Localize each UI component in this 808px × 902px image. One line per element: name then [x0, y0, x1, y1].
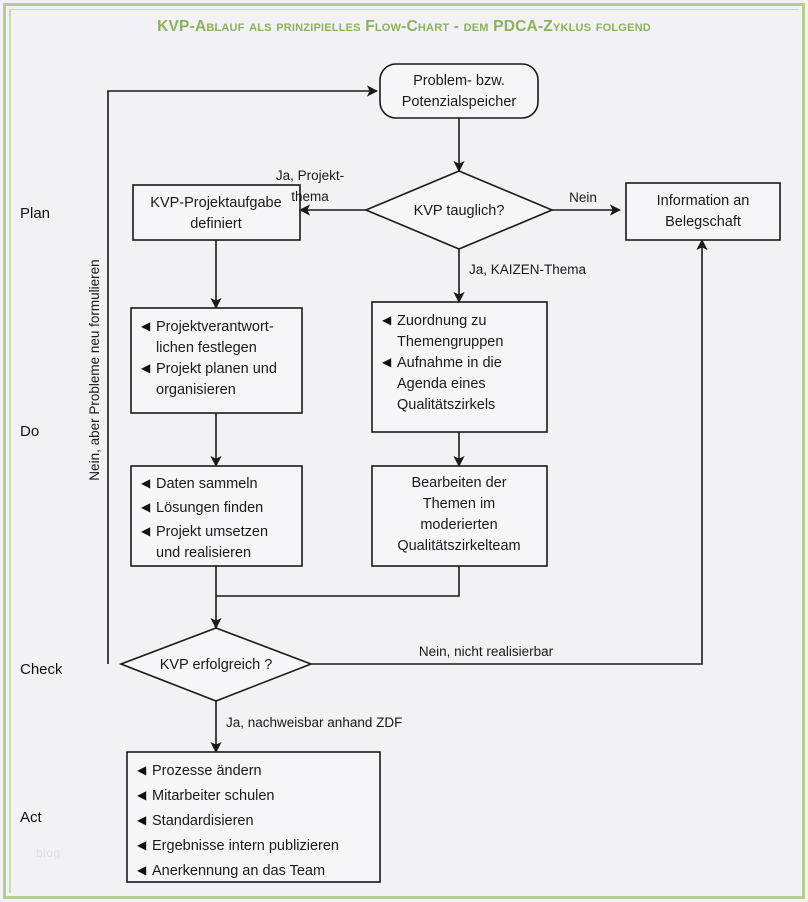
- node-decision-success-label: KVP erfolgreich ?: [160, 657, 273, 673]
- node-do-tasks-b1: Daten sammeln: [156, 476, 258, 492]
- green-frame-border: [3, 3, 805, 899]
- bullet-icon: ◀: [141, 524, 151, 538]
- node-plan-tasks-shape: [130, 307, 303, 414]
- node-information[interactable]: Information an Belegschaft: [625, 182, 781, 241]
- node-plan-tasks-b2-l2: organisieren: [156, 382, 236, 398]
- node-start-line-2: Potenzialspeicher: [402, 94, 517, 110]
- node-plan-tasks[interactable]: ◀ Projektverantwort- lichen festlegen ◀ …: [130, 307, 303, 414]
- node-quality-circle-l2: Themen im: [423, 496, 496, 512]
- edge-label-nein: Nein: [569, 190, 597, 205]
- node-start-line-1: Problem- bzw.: [413, 73, 505, 89]
- node-decision-kvp-label: KVP tauglich?: [414, 203, 505, 219]
- node-quality-circle-l1: Bearbeiten der: [411, 475, 506, 491]
- edge-label-feedback-loop: Nein, aber Probleme neu formulieren: [87, 259, 102, 480]
- node-plan-tasks-b1-l1: Projektverantwort-: [156, 319, 274, 335]
- bullet-icon: ◀: [382, 313, 392, 327]
- node-kaizen-b2-l1: Aufnahme in die: [397, 355, 502, 371]
- node-decision-kvp[interactable]: KVP tauglich?: [363, 170, 555, 250]
- node-do-tasks[interactable]: ◀ Daten sammeln ◀ Lösungen finden ◀ Proj…: [130, 465, 303, 567]
- bullet-icon: ◀: [137, 863, 147, 877]
- edge-label-ja-projektthema-1: Ja, Projekt-: [276, 168, 344, 183]
- node-information-line-2: Belegschaft: [665, 214, 741, 230]
- node-kaizen-b2-l2: Agenda eines: [397, 376, 486, 392]
- node-act-b2: Mitarbeiter schulen: [152, 788, 275, 804]
- edge-label-nein-nicht-realisierbar: Nein, nicht realisierbar: [419, 644, 554, 659]
- node-act-b5: Anerkennung an das Team: [152, 863, 325, 879]
- node-kaizen-b2-l3: Qualitätszirkels: [397, 397, 495, 413]
- bullet-icon: ◀: [141, 319, 151, 333]
- phase-label-check: Check: [20, 661, 63, 678]
- node-project-task[interactable]: KVP-Projektaufgabe definiert: [132, 184, 301, 241]
- node-project-task-line-2: definiert: [190, 216, 242, 232]
- edge-feedback-loop-to-start: [107, 85, 379, 664]
- node-do-tasks-b2: Lösungen finden: [156, 500, 263, 516]
- node-kaizen-assign-shape: [371, 301, 548, 433]
- phase-label-do: Do: [20, 423, 39, 440]
- edge-not-realisable-to-information: [311, 238, 708, 665]
- node-act-b3: Standardisieren: [152, 813, 254, 829]
- node-decision-kvp-shape: [363, 170, 555, 250]
- node-act-tasks-shape: [126, 751, 381, 883]
- bullet-icon: ◀: [141, 361, 151, 375]
- node-information-line-1: Information an: [657, 193, 750, 209]
- bullet-icon: ◀: [137, 788, 147, 802]
- edge-label-ja-nachweisbar: Ja, nachweisbar anhand ZDF: [226, 715, 402, 730]
- node-act-b4: Ergebnisse intern publizieren: [152, 838, 339, 854]
- node-do-tasks-b3-l1: Projekt umsetzen: [156, 524, 268, 540]
- bullet-icon: ◀: [382, 355, 392, 369]
- edge-label-ja-projektthema-2: thema: [291, 189, 329, 204]
- node-decision-success[interactable]: KVP erfolgreich ?: [118, 627, 314, 702]
- bullet-icon: ◀: [137, 763, 147, 777]
- node-quality-circle-l3: moderierten: [420, 517, 497, 533]
- node-do-tasks-shape: [130, 465, 303, 567]
- node-start[interactable]: Problem- bzw. Potenzialspeicher: [379, 63, 539, 119]
- node-quality-circle-shape: [371, 465, 548, 567]
- node-quality-circle-l4: Qualitätszirkelteam: [397, 538, 520, 554]
- node-kaizen-b1-l1: Zuordnung zu: [397, 313, 486, 329]
- node-act-b1: Prozesse ändern: [152, 763, 262, 779]
- node-project-task-shape: [132, 184, 301, 241]
- node-kaizen-b1-l2: Themengruppen: [397, 334, 503, 350]
- watermark: blog: [36, 846, 61, 860]
- edge-label-ja-kaizen: Ja, KAIZEN-Thema: [469, 262, 587, 277]
- phase-label-plan: Plan: [20, 205, 50, 222]
- bullet-icon: ◀: [137, 838, 147, 852]
- node-act-tasks[interactable]: ◀ Prozesse ändern ◀ Mitarbeiter schulen …: [126, 751, 381, 883]
- node-project-task-line-1: KVP-Projektaufgabe: [150, 195, 281, 211]
- node-decision-success-shape: [118, 627, 314, 702]
- page-title: KVP-Ablauf als prinzipielles Flow-Chart …: [157, 18, 651, 35]
- edge-quality-circle-to-merge: [216, 566, 460, 597]
- node-start-shape: [379, 63, 539, 119]
- bullet-icon: ◀: [141, 476, 151, 490]
- bullet-icon: ◀: [137, 813, 147, 827]
- bullet-icon: ◀: [141, 500, 151, 514]
- node-plan-tasks-b1-l2: lichen festlegen: [156, 340, 257, 356]
- node-plan-tasks-b2-l1: Projekt planen und: [156, 361, 277, 377]
- node-do-tasks-b3-l2: und realisieren: [156, 545, 251, 561]
- node-kaizen-assign[interactable]: ◀ Zuordnung zu Themengruppen ◀ Aufnahme …: [371, 301, 548, 433]
- phase-label-act: Act: [20, 809, 43, 826]
- node-information-shape: [625, 182, 781, 241]
- node-quality-circle[interactable]: Bearbeiten der Themen im moderierten Qua…: [371, 465, 548, 567]
